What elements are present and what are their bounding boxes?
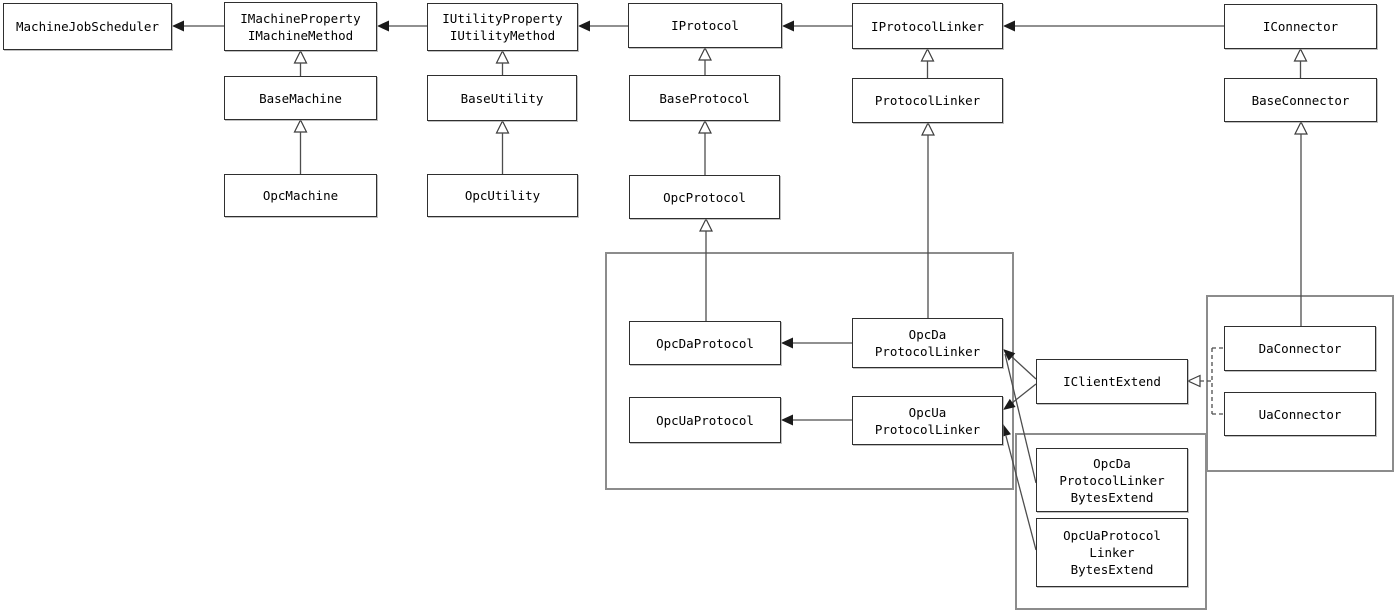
node-opcuaprotocollinkerbytesextend: OpcUaProtocol Linker BytesExtend <box>1036 518 1188 587</box>
edge-iconnector-to-iprotocollinker <box>1003 20 1224 32</box>
node-label: OpcMachine <box>262 188 339 203</box>
node-label: BaseProtocol <box>659 90 750 106</box>
node-label: Linker <box>1089 545 1135 560</box>
node-opcmachine: OpcMachine <box>224 174 377 217</box>
edge-opcuabytes-to-opcualinker <box>1001 424 1037 551</box>
node-opcutility: OpcUtility <box>427 174 578 217</box>
node-label: BytesExtend <box>1070 562 1154 577</box>
node-label: IMachineMethod <box>247 27 354 43</box>
node-label: OpcUa <box>908 404 947 420</box>
edge-opcdalinker-inherits-protocollinker <box>921 121 935 318</box>
node-opcuaprotocol: OpcUaProtocol <box>629 397 781 443</box>
node-label: BytesExtend <box>1070 489 1154 505</box>
node-label: OpcDa <box>908 327 947 342</box>
edge-iclientextend-to-opcdalinker <box>1003 349 1037 380</box>
edge-baseconnector-inherits-iconnector <box>1293 47 1308 78</box>
edge-opcualinker-to-opcuaprotocol <box>781 414 852 426</box>
node-opcdaprotocollinker: OpcDa ProtocolLinker <box>852 318 1003 368</box>
node-label: ProtocolLinker <box>1059 472 1165 488</box>
node-label: OpcDaProtocol <box>656 335 754 351</box>
node-label: OpcUaProtocol <box>1063 528 1161 543</box>
node-label: DaConnector <box>1258 341 1342 356</box>
node-label: OpcDa <box>1093 455 1131 471</box>
node-label: IProtocol <box>671 18 739 33</box>
edge-baseprotocol-inherits-iprotocol <box>698 46 712 75</box>
node-label: OpcProtocol <box>663 189 746 205</box>
node-iconnector: IConnector <box>1224 4 1377 49</box>
node-label: OpcUaProtocol <box>656 412 754 428</box>
edge-opcdalinker-to-opcdaprotocol <box>781 337 852 349</box>
node-label: OpcUtility <box>464 188 541 203</box>
node-label: IProtocolLinker <box>871 18 984 34</box>
node-label: BaseConnector <box>1251 92 1350 108</box>
node-iclientextend: IClientExtend <box>1036 359 1188 404</box>
node-label: ProtocolLinker <box>874 93 981 108</box>
edge-daconnector-inherits-baseconnector <box>1294 120 1308 326</box>
node-opcdaprotocol: OpcDaProtocol <box>629 321 781 365</box>
edge-iprotocollinker-to-iprotocol <box>782 20 852 32</box>
node-label: ProtocolLinker <box>874 421 981 437</box>
node-protocollinker: ProtocolLinker <box>852 78 1003 123</box>
node-daconnector: DaConnector <box>1224 326 1376 371</box>
edge-iclientextend-to-opcualinker <box>1003 383 1037 410</box>
node-uaconnector: UaConnector <box>1224 392 1376 436</box>
node-label: IConnector <box>1262 19 1339 34</box>
edge-connectors-realize-iclientextend <box>1186 347 1224 415</box>
edge-protocollinker-inherits-iprotocollinker <box>920 47 935 78</box>
node-baseprotocol: BaseProtocol <box>629 75 780 121</box>
edge-baseutility-inherits-iutility <box>495 49 510 75</box>
node-iutilityproperty-iutilitymethod: IUtilityProperty IUtilityMethod <box>427 3 578 51</box>
node-label: IUtilityMethod <box>449 28 556 43</box>
node-label: IClientExtend <box>1063 374 1161 389</box>
node-iprotocollinker: IProtocolLinker <box>852 3 1003 49</box>
edge-opcdabytes-to-opcdalinker <box>1004 353 1037 484</box>
node-label: BaseUtility <box>460 90 544 106</box>
edge-opcdaprotocol-inherits-opcprotocol <box>699 217 713 321</box>
node-basemachine: BaseMachine <box>224 76 377 120</box>
node-label: UaConnector <box>1258 406 1342 422</box>
edge-opcprotocol-inherits-baseprotocol <box>698 119 712 175</box>
node-baseutility: BaseUtility <box>427 75 577 121</box>
node-opcprotocol: OpcProtocol <box>629 175 780 219</box>
node-iprotocol: IProtocol <box>628 3 782 48</box>
node-imachineproperty-imachinemethod: IMachineProperty IMachineMethod <box>224 2 377 51</box>
node-label: ProtocolLinker <box>874 344 981 359</box>
node-baseconnector: BaseConnector <box>1224 78 1377 122</box>
edge-iutility-to-imachine <box>377 20 427 32</box>
node-label: BaseMachine <box>259 90 342 106</box>
node-label: MachineJobScheduler <box>16 19 159 34</box>
node-machinejobscheduler: MachineJobScheduler <box>3 3 172 50</box>
node-opcuaprotocollinker: OpcUa ProtocolLinker <box>852 396 1003 445</box>
group-opc-protocol-package <box>605 252 1014 490</box>
node-label: IMachineProperty <box>240 10 361 26</box>
node-label: IUtilityProperty <box>442 11 563 26</box>
group-connector-package <box>1206 295 1394 472</box>
node-opcdaprotocollinkerbytesextend: OpcDa ProtocolLinker BytesExtend <box>1036 448 1188 512</box>
edge-imachine-to-mjs <box>172 20 224 32</box>
edge-opcmachine-inherits-basemachine <box>293 118 308 174</box>
edge-iprotocol-to-iutility <box>578 20 628 32</box>
group-bytesextend-package <box>1015 433 1207 610</box>
edge-opcutility-inherits-baseutility <box>495 119 510 174</box>
edge-basemachine-inherits-imachine <box>293 49 308 76</box>
